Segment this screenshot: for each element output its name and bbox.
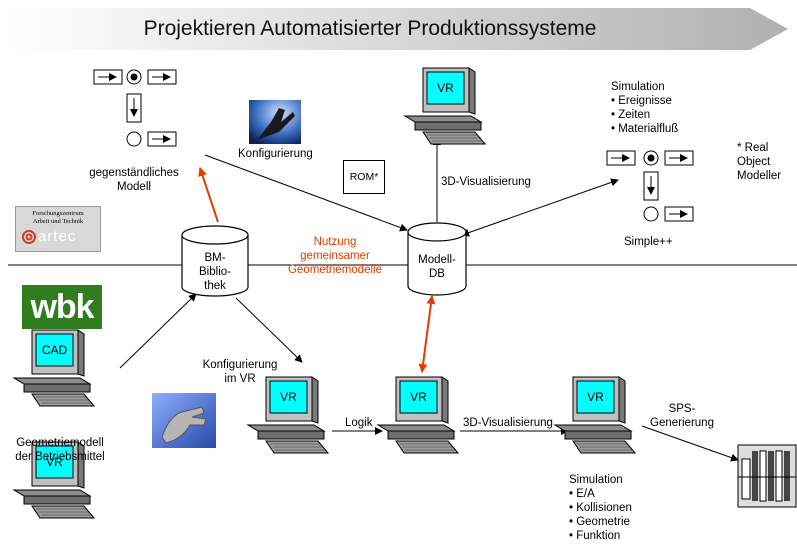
arrow-db-logik xyxy=(418,295,436,373)
label-logik: Logik xyxy=(345,417,373,429)
computer-vr-top: VR xyxy=(403,67,487,145)
label-konfigurierung-vr: Konfigurierung im VR xyxy=(202,359,278,385)
monitor-screen xyxy=(399,380,438,414)
label-3d-visualisierung-bottom: 3D-Visualisierung xyxy=(463,417,553,429)
computer-vr-konfig: VR xyxy=(246,376,330,454)
monitor-screen xyxy=(35,445,74,479)
screen-label: VR xyxy=(410,390,427,404)
screen-label: VR xyxy=(587,390,604,404)
process-symbol-simple xyxy=(606,150,694,222)
modell-db-cylinder xyxy=(407,222,467,296)
computer-base xyxy=(403,115,483,123)
artec-logo: Forschungszentrum Arbeit und Technik art… xyxy=(15,206,101,252)
label-3d-visualisierung-top: 3D-Visualisierung xyxy=(441,176,531,188)
computer-vr-logik: VR xyxy=(376,376,460,454)
rom-box: ROM* xyxy=(343,160,385,194)
label-simulation-top: Simulation • Ereignisse • Zeiten • Mater… xyxy=(611,81,679,135)
computer-base xyxy=(376,424,456,432)
arrow-bm-to-model xyxy=(198,167,219,223)
label-geometriemodell: Geometriemodell der Betriebsmittel xyxy=(15,437,105,463)
artec-org-text: Forschungszentrum Arbeit und Technik xyxy=(32,210,84,225)
computer-base xyxy=(12,377,92,385)
monitor-screen xyxy=(35,333,74,367)
monitor-screen xyxy=(426,71,465,105)
computer-base xyxy=(553,424,633,432)
label-sps-generierung: SPS- Generierung xyxy=(650,403,714,429)
artec-swirl-icon xyxy=(22,230,36,244)
title-banner xyxy=(10,8,788,50)
label-real-object-modeller: * Real Object Modeller xyxy=(737,142,782,182)
arrow-sim-to-sps xyxy=(641,425,739,462)
data-glove-image-vr xyxy=(152,393,216,448)
wbk-logo: wbk xyxy=(22,285,102,329)
arrow-bm-to-konfig xyxy=(235,297,303,363)
label-bm-bibliothek: BM- Biblio- thek xyxy=(199,252,231,292)
computer-cad: CAD xyxy=(12,329,96,407)
label-konfigurierung: Konfigurierung xyxy=(238,148,313,160)
computer-vr-left: VR xyxy=(12,441,96,519)
artec-name-text: artec xyxy=(38,228,77,245)
screen-label: VR xyxy=(46,455,63,469)
screen-label: VR xyxy=(280,390,297,404)
process-symbol-top-left xyxy=(93,69,177,147)
label-modell-db: Modell- DB xyxy=(418,254,456,280)
label-gegenstaendliches-modell: gegenständliches Modell xyxy=(89,167,179,193)
computer-base xyxy=(12,489,92,497)
label-nutzung-geometriemodelle: Nutzung gemeinsamer Geometriemodelle xyxy=(288,236,382,276)
arrow-cad-to-bm xyxy=(119,293,197,369)
data-glove-image xyxy=(249,100,301,144)
computer-vr-sim: VR xyxy=(553,376,637,454)
sps-cabinet-icon xyxy=(737,444,797,508)
screen-label: CAD xyxy=(42,343,68,357)
arrow-config-to-db xyxy=(204,154,408,232)
page-title: Projektieren Automatisierter Produktions… xyxy=(143,17,597,40)
bm-bibliothek-cylinder xyxy=(181,225,249,297)
monitor-screen xyxy=(576,380,615,414)
monitor-screen xyxy=(269,380,308,414)
arrow-db-simulation xyxy=(461,178,619,237)
screen-label: VR xyxy=(437,81,454,95)
label-simple-pp: Simple++ xyxy=(624,236,673,248)
computer-base xyxy=(246,424,326,432)
label-simulation-bottom: Simulation • E/A • Kollisionen • Geometr… xyxy=(569,474,632,542)
